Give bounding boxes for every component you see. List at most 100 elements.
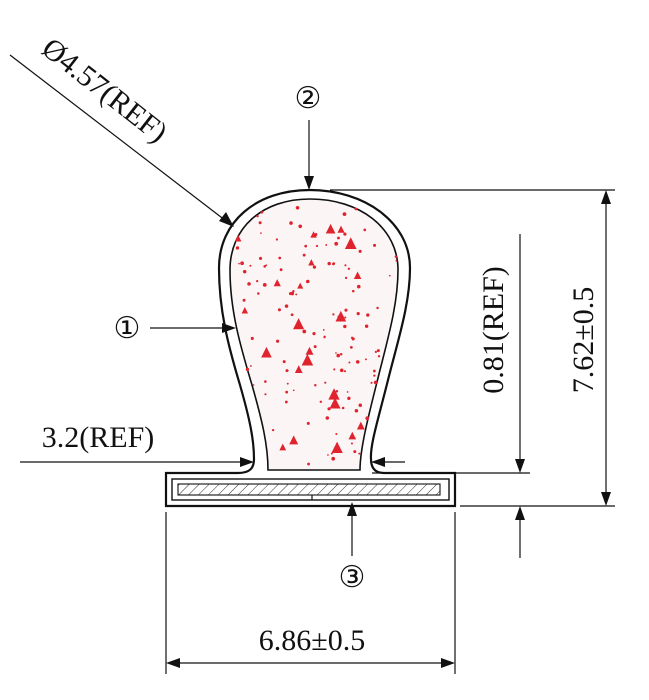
foam-speckle-dot	[335, 432, 338, 436]
foam-speckle-dot	[373, 374, 376, 377]
foam-speckle-triangle	[329, 397, 341, 409]
foam-speckle-dot	[337, 236, 340, 240]
foam-speckle-dot	[327, 261, 331, 266]
foam-speckle-dot	[285, 369, 289, 373]
foam-speckle-dot	[343, 324, 347, 329]
foam-speckle-dot	[395, 259, 398, 262]
foam-speckle-dot	[347, 267, 351, 270]
foam-speckle-dot	[286, 382, 289, 385]
foam-speckle-dot	[235, 246, 240, 250]
foam-speckle-dot	[242, 298, 246, 302]
foam-speckle-dot	[366, 313, 370, 317]
foam-speckle-dot	[306, 279, 310, 284]
foam-speckle-dot	[323, 335, 326, 338]
foam-speckle-dot	[290, 313, 294, 317]
foam-speckle-triangle	[241, 306, 249, 314]
foam-speckle-dot	[295, 205, 300, 210]
callout-1-arrowhead	[222, 323, 236, 333]
foam-speckle-dot	[344, 276, 348, 280]
foam-speckle-dot	[264, 380, 267, 383]
foam-speckle-triangle	[353, 271, 362, 280]
diameter-leader-line	[9, 54, 231, 225]
foam-speckle-dot	[240, 261, 244, 266]
foam-speckle-dot	[242, 269, 247, 274]
foam-speckle-dot	[337, 315, 340, 318]
foam-speckle-dot	[289, 221, 293, 225]
foam-speckle-dot	[365, 416, 370, 421]
flange-width-label: 6.86±0.5	[259, 624, 365, 657]
foam-speckle-dot	[245, 367, 250, 372]
foam-speckle-dot	[377, 355, 381, 358]
foam-speckle-dot	[276, 339, 280, 343]
foam-speckle-triangle	[344, 237, 357, 249]
foam-speckle-dot	[271, 428, 275, 432]
base-width-arrow-right	[371, 457, 385, 467]
foam-speckle-triangle	[356, 421, 365, 430]
foam-speckle-dot	[356, 284, 361, 289]
wall-thickness-dimension: 0.81(REF)	[372, 234, 530, 558]
foam-speckle-triangle	[305, 346, 314, 355]
wall-thickness-arrow-top	[515, 459, 525, 473]
foam-speckle-dot	[278, 256, 282, 260]
foam-speckle-dot	[324, 381, 327, 384]
foam-speckle-dot	[288, 292, 292, 296]
foam-speckle-dot	[319, 400, 323, 404]
foam-speckle-dot	[374, 350, 377, 353]
foam-speckle-dot	[264, 393, 267, 396]
foam-speckle-dot	[295, 293, 298, 296]
diameter-arrowhead	[219, 212, 234, 227]
foam-speckle-dot	[351, 337, 355, 341]
foam-speckle-dot	[260, 210, 264, 214]
foam-speckle-dot	[302, 253, 306, 257]
foam-speckle-dot	[341, 406, 345, 410]
foam-speckle-dot	[358, 249, 362, 253]
foam-speckle-dot	[358, 403, 363, 407]
foam-speckle-dot	[315, 244, 319, 248]
foam-speckle-triangle	[293, 318, 305, 330]
foam-speckle-dot	[327, 454, 329, 456]
foam-speckle-dot	[312, 265, 317, 269]
foam-speckle-dot	[313, 345, 317, 349]
foam-speckle-dot	[365, 358, 367, 361]
foam-speckle-dot	[252, 384, 255, 386]
foam-speckle-dot	[325, 416, 330, 420]
foam-speckle-dot	[263, 265, 266, 268]
foam-speckle-triangle	[294, 365, 303, 373]
foam-speckle-dot	[344, 316, 347, 319]
foam-speckle-dot	[279, 268, 283, 272]
foam-speckle-dot	[346, 391, 349, 393]
foam-speckle-dot	[376, 349, 380, 353]
foam-speckle-dot	[250, 336, 254, 341]
foam-speckle-dot	[256, 280, 259, 283]
wall-thickness-arrow-bottom	[515, 506, 525, 520]
foam-speckle-triangle	[234, 234, 242, 242]
foam-speckle-dot	[373, 369, 376, 373]
foam-speckle-dot	[363, 228, 367, 232]
foam-speckle-dot	[262, 283, 267, 287]
foam-speckle-dot	[306, 421, 310, 425]
foam-speckle-triangle	[337, 225, 345, 233]
foam-speckle-dot	[334, 241, 339, 246]
foam-speckle-triangle	[328, 388, 340, 400]
foam-speckle-dot	[238, 262, 240, 265]
foam-speckle-triangle	[289, 435, 299, 445]
foam-speckle-dot	[335, 389, 339, 393]
foam-speckle-dot	[292, 389, 295, 392]
base-width-label: 3.2(REF)	[42, 421, 155, 454]
foam-speckle-dot	[302, 329, 307, 334]
foam-speckle-dot	[292, 290, 295, 293]
foam-speckle-dot	[347, 396, 351, 400]
foam-speckle-triangle	[273, 279, 281, 287]
foam-speckle-dot	[342, 212, 347, 216]
foam-speckle-dot	[354, 207, 358, 211]
foam-speckle-dot	[268, 355, 271, 358]
foam-speckle-dot	[330, 452, 333, 455]
flange-outer-outline	[164, 458, 457, 508]
foam-speckle-triangle	[308, 259, 315, 266]
foam-speckle-triangle	[331, 441, 343, 453]
foam-speckle-triangle	[310, 231, 317, 238]
foam-speckle-dot	[285, 390, 289, 394]
foam-speckle-dot	[265, 350, 268, 353]
